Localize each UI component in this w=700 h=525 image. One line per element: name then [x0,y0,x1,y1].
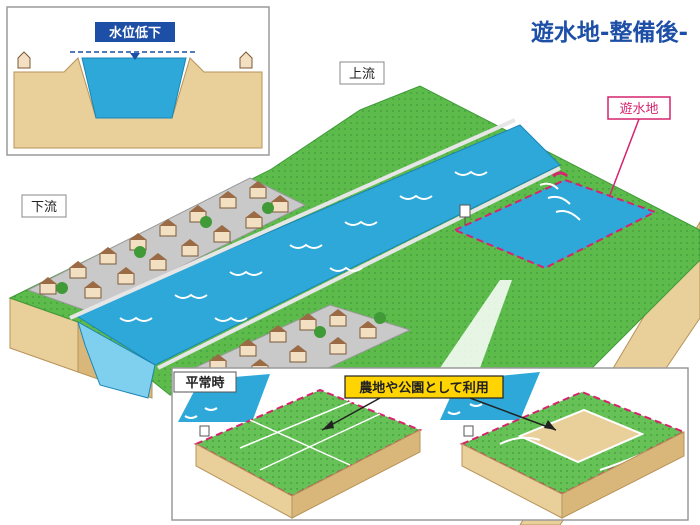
house-icon [17,51,31,69]
overflow-arrow-icon [552,171,569,178]
water-level-label-box [95,22,175,42]
arrow-down-icon [130,53,140,60]
tree-icon [374,312,386,324]
usage-callout-box [344,375,504,399]
river-cross-section [77,320,156,399]
tree-icon [314,326,326,338]
house-icon [69,261,87,279]
upstream-label: 上流 [339,61,385,85]
river-waves [119,170,488,322]
usage-arrow-right [469,397,557,431]
tree-icon [134,246,146,258]
river [73,124,561,366]
gauge-post-icon [199,425,210,437]
normal-times-label: 平常時 [185,375,224,391]
page-title: 遊水地-整備後- [531,19,688,46]
downstream-label-text: 下流 [31,200,57,215]
house-icon [269,325,287,343]
callout-wedge [440,280,512,368]
town-block-left [26,177,307,313]
inset-ground [13,57,263,149]
tree-icon [262,202,274,214]
houses-left [39,181,289,299]
house-icon [289,345,307,363]
usage-callout-text: 農地や公園として利用 [359,380,489,396]
gauge-post-icon [459,204,471,225]
house-icon [359,321,377,339]
retention-basin-label-text: 遊水地 [619,102,658,117]
levee-right [157,166,561,370]
tree-icon [56,282,68,294]
normal-times-label-box [173,371,237,393]
house-icon [219,191,237,209]
upstream-label-text: 上流 [349,67,375,82]
house-icon [99,247,117,265]
house-icon [329,309,347,327]
overflow-flow [539,182,581,221]
house-icon [84,281,102,299]
inset-water [81,57,187,119]
house-icon [239,51,253,69]
house-icon [299,313,317,331]
water-level-label: 水位低下 [109,25,161,41]
house-icon [181,239,199,257]
tree-icon [200,216,212,228]
retention-basin [452,178,658,270]
house-icon [213,225,231,243]
retention-basin-leader [609,118,640,196]
house-icon [117,267,135,285]
house-icon [239,339,257,357]
downstream-label: 下流 [21,194,67,218]
house-icon [245,211,263,229]
houses-right [209,309,386,377]
retention-basin-label: 遊水地 [607,96,671,196]
gauge-post-icon [463,425,474,437]
house-icon [329,337,347,355]
house-icon [39,277,57,295]
normal-times-inset: 平常時 農地や公園として利用 [171,367,689,521]
levee-left [69,118,516,320]
house-icon [129,233,147,251]
cross-section-inset: 水位低下 [6,6,270,156]
house-icon [249,181,267,199]
house-icon [159,219,177,237]
house-icon [149,253,167,271]
